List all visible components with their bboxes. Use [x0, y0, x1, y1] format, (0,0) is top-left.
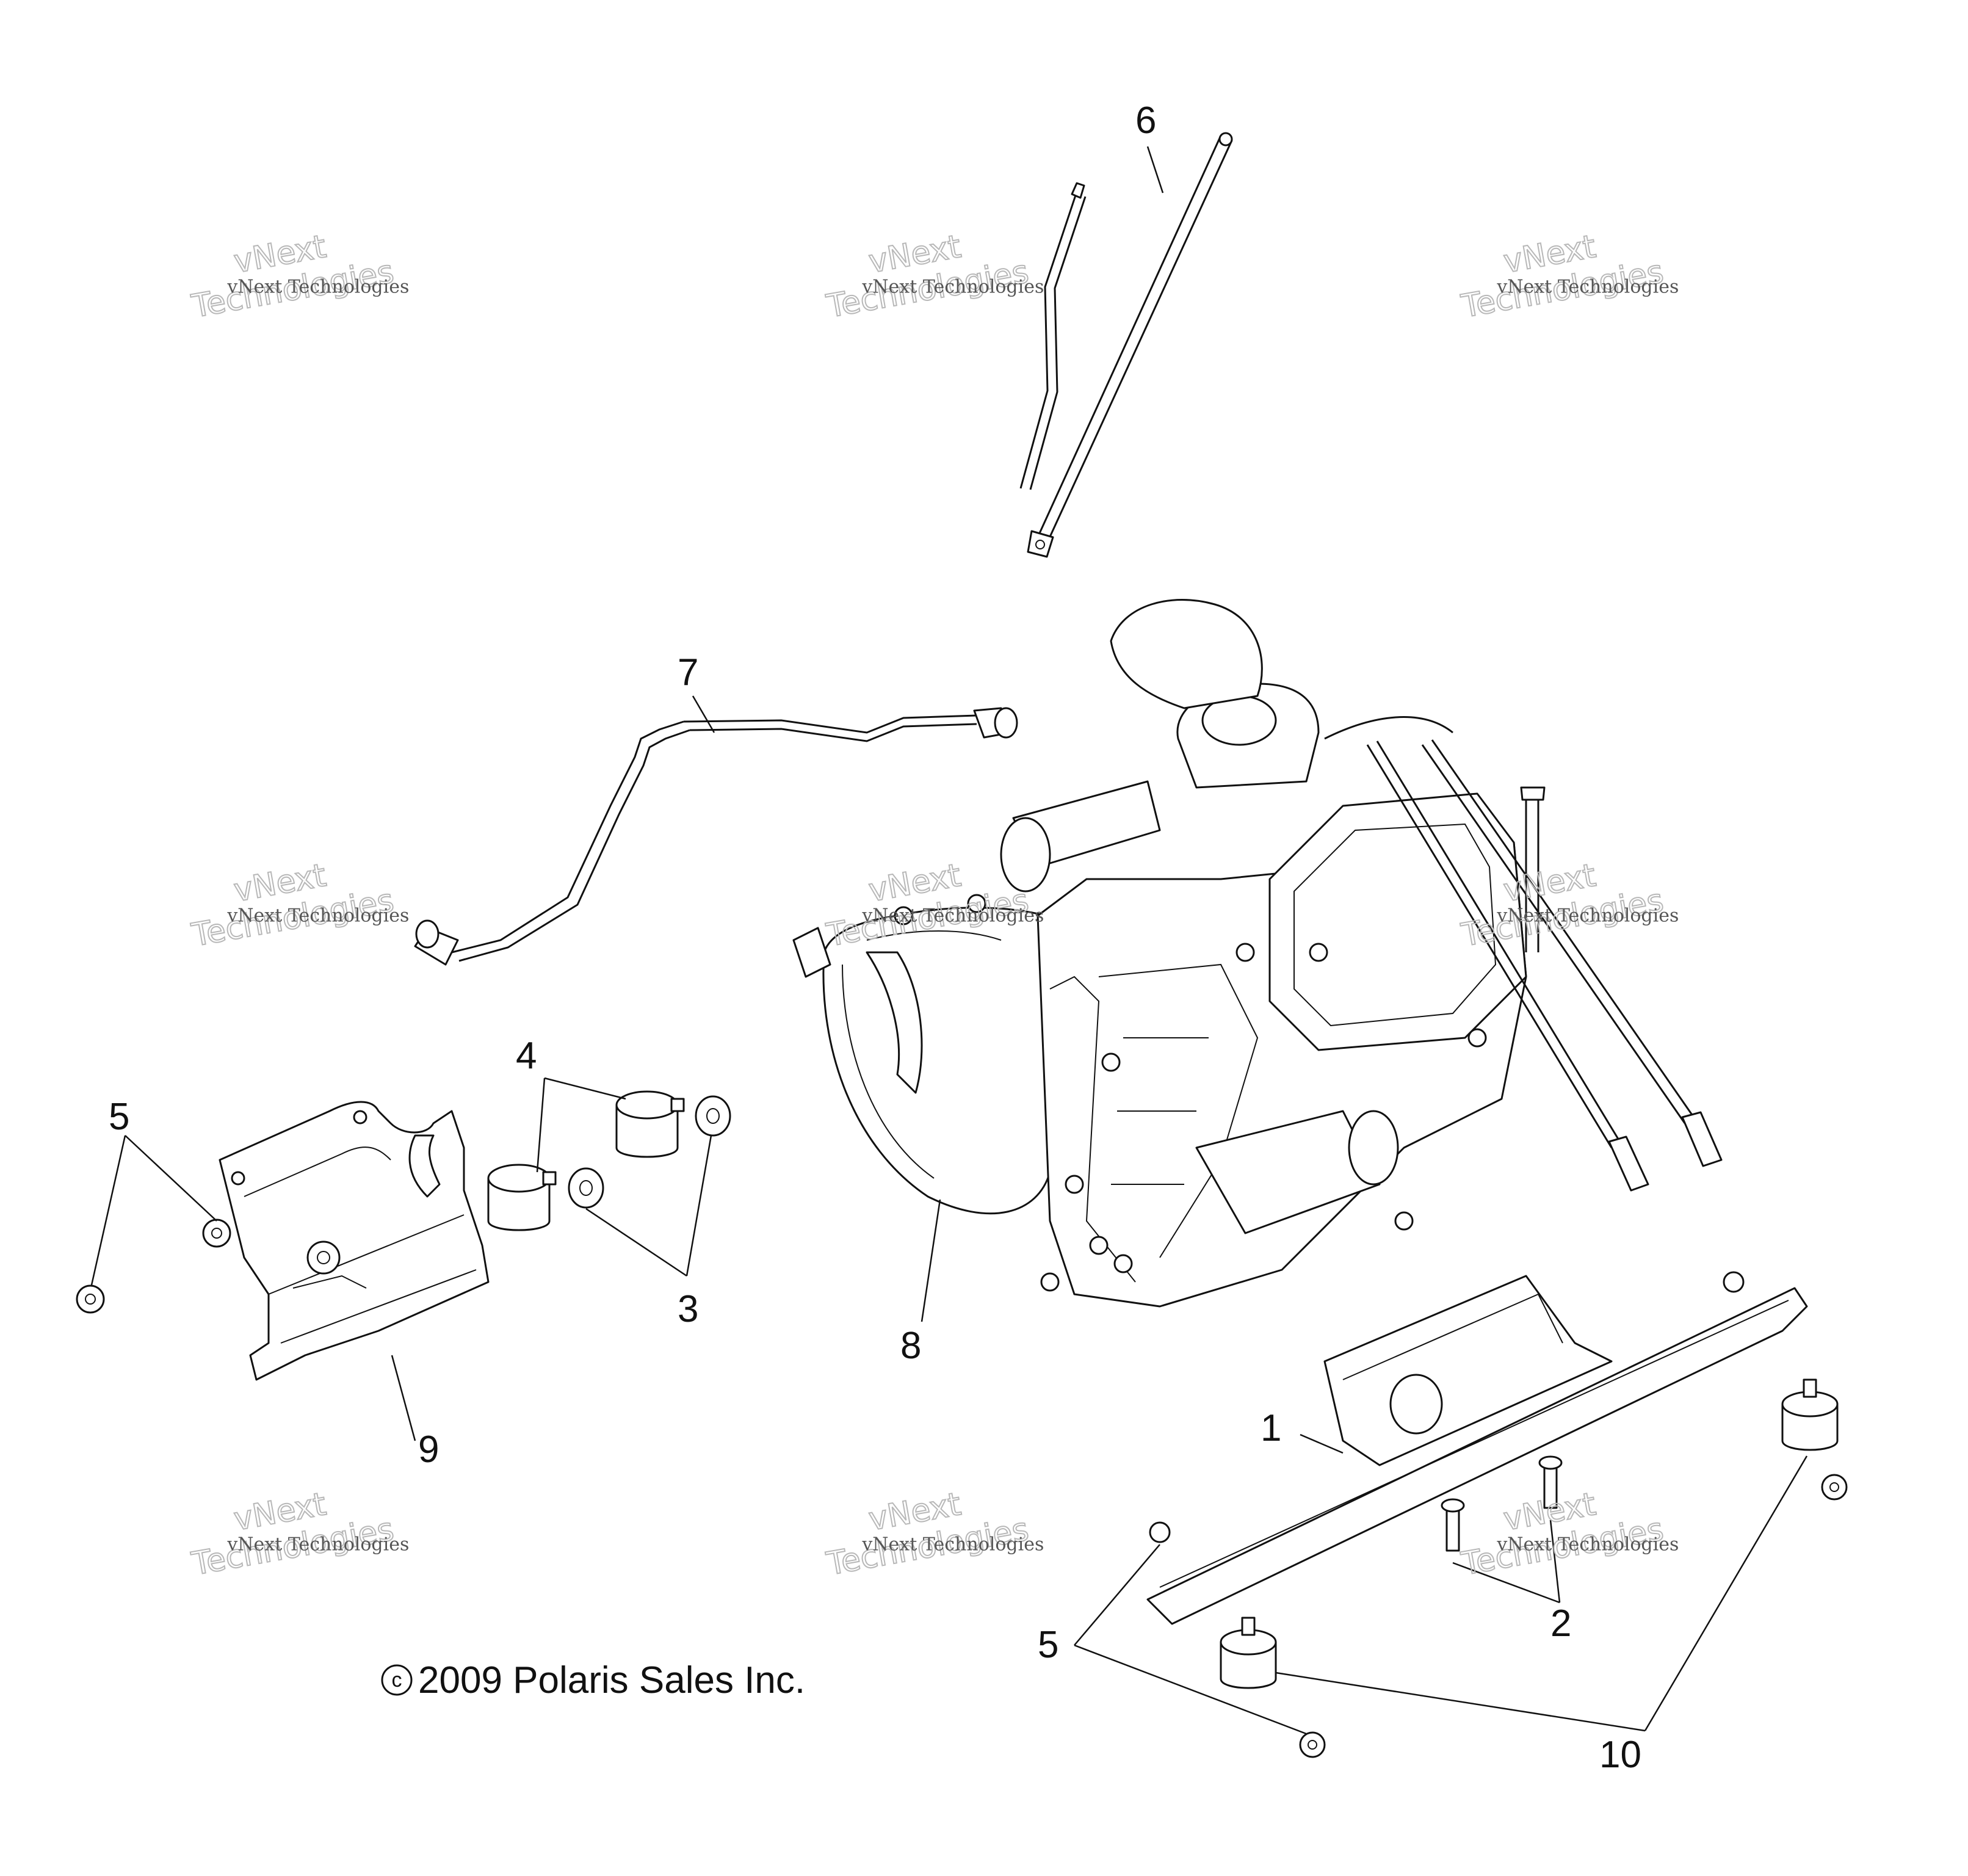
callout-10: 10 — [1599, 1734, 1641, 1776]
watermark: vNext Technologies vNext Technologies — [188, 228, 409, 326]
part-9-bracket — [219, 1101, 490, 1381]
callout-9: 9 — [418, 1429, 439, 1471]
watermark-small: vNext Technologies — [861, 277, 1044, 298]
callout-3: 3 — [678, 1288, 698, 1330]
watermark: vNext Technologies vNext Technologies — [188, 1485, 409, 1584]
callout-6: 6 — [1135, 100, 1156, 142]
part-3-washers — [568, 1095, 731, 1209]
part-8-engine — [792, 599, 1723, 1308]
part-5-nuts-right — [1299, 1474, 1848, 1758]
part-2-bolts — [1441, 1455, 1563, 1552]
watermark: vNext Technologies vNext Technologies — [1458, 228, 1679, 326]
watermark-small: vNext Technologies — [1496, 277, 1679, 298]
leader-lines — [90, 146, 1808, 1735]
watermark-small: vNext Technologies — [1496, 1534, 1679, 1555]
watermark: vNext Technologies vNext Technologies — [1458, 1485, 1679, 1584]
watermark-small: vNext Technologies — [861, 905, 1044, 927]
part-10-isolators — [1220, 1378, 1839, 1689]
watermark-small: vNext Technologies — [226, 277, 409, 298]
callout-8: 8 — [900, 1325, 921, 1367]
callout-labels: 6 7 4 5 3 8 9 1 2 5 10 — [109, 100, 1641, 1776]
callout-4: 4 — [516, 1035, 537, 1077]
part-6-breather-hose — [1019, 132, 1233, 558]
callout-1: 1 — [1261, 1407, 1281, 1449]
watermark-small: vNext Technologies — [226, 905, 409, 927]
watermark: vNext Technologies vNext Technologies — [188, 857, 409, 955]
watermark: vNext Technologies vNext Technologies — [823, 1485, 1044, 1584]
part-1-mount-plate — [1146, 1271, 1808, 1625]
copyright-symbol: c — [392, 1668, 402, 1692]
copyright-circle — [381, 1664, 413, 1696]
part-5-nuts-left — [76, 1219, 231, 1314]
callout-7: 7 — [678, 651, 698, 694]
part-7-sensor-wire — [414, 707, 1018, 966]
watermark: vNext Technologies vNext Technologies — [823, 228, 1044, 326]
watermark-small: vNext Technologies — [226, 1534, 409, 1555]
copyright-notice: c 2009 Polaris Sales Inc. — [381, 1659, 805, 1701]
watermark-small: vNext Technologies — [861, 1534, 1044, 1555]
callout-5-left: 5 — [109, 1096, 129, 1138]
watermark-grid: vNext Technologies vNext Technologies vN… — [188, 228, 1679, 1584]
callout-5-bottom: 5 — [1038, 1624, 1058, 1666]
part-4-isolators — [487, 1090, 685, 1231]
watermark-small: vNext Technologies — [1496, 905, 1679, 927]
copyright-text: 2009 Polaris Sales Inc. — [418, 1659, 805, 1701]
callout-2: 2 — [1550, 1603, 1571, 1645]
